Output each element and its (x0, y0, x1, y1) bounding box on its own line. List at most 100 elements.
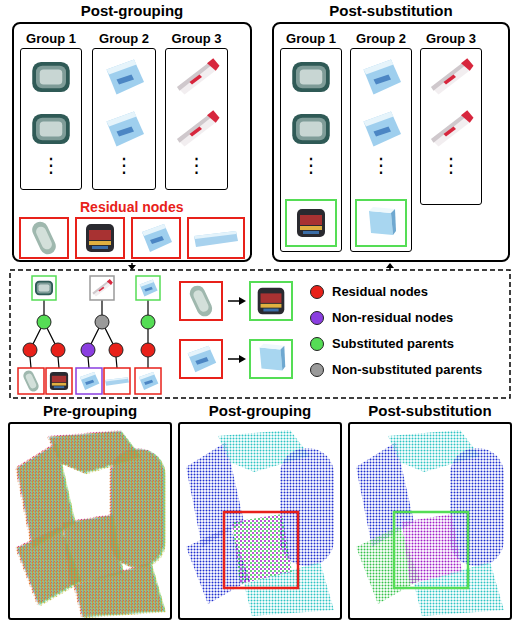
svg-rect (280, 448, 334, 566)
svg-rect (250, 340, 292, 378)
svg-line (58, 357, 59, 368)
svg-use (369, 207, 396, 235)
svg-use (177, 58, 220, 94)
svg-use (140, 280, 158, 297)
tree-nodes (23, 315, 155, 357)
svg-use (364, 60, 402, 95)
svg-circle (141, 343, 155, 357)
legend-swatch (310, 311, 324, 325)
panel-heading: Post-grouping (209, 402, 311, 419)
svg-use (32, 114, 70, 144)
panel-heading: Post-grouping (81, 2, 183, 19)
svg-rect (188, 218, 244, 258)
svg-use (364, 112, 402, 147)
svg-use (194, 231, 238, 247)
legend-text: Non-residual nodes (332, 310, 453, 325)
svg-use (139, 372, 159, 390)
flow-arrows (128, 263, 394, 270)
svg-polygon (239, 355, 246, 363)
svg-circle (51, 343, 65, 357)
svg-rect (250, 282, 292, 320)
svg-rect (286, 200, 336, 246)
ellipsis-mark: ⋮ (441, 155, 461, 175)
svg-use (260, 344, 286, 371)
group-thumbnails (32, 58, 219, 146)
svg-line (88, 357, 89, 368)
panel-box: Pre-grouping (8, 422, 172, 620)
svg-rect (132, 218, 180, 258)
svg-use (431, 110, 474, 146)
svg-rect (20, 218, 68, 258)
group-box: Group 3⋮ (165, 48, 228, 190)
svg-circle (95, 315, 109, 329)
svg-use (431, 58, 474, 94)
svg-circle (81, 343, 95, 357)
tree-diagrams (30, 300, 148, 368)
svg-rect (90, 276, 114, 300)
svg-use (30, 219, 59, 257)
svg-use (177, 110, 220, 146)
group-box: Group 1⋮ (280, 48, 342, 252)
group-heading: Group 1 (26, 31, 76, 46)
svg-polygon (239, 297, 246, 305)
group-box: Group 2⋮ (350, 48, 412, 252)
tree-thumbnails (18, 276, 161, 394)
svg-line (228, 358, 240, 360)
ellipsis-mark: ⋮ (41, 155, 61, 175)
svg-circle (141, 315, 155, 329)
svg-use (86, 224, 114, 252)
svg-rect (450, 448, 504, 566)
svg-use (80, 372, 100, 390)
svg-use (16, 430, 164, 616)
panel-heading: Post-substitution (329, 2, 452, 19)
svg-use (142, 224, 172, 252)
group-box: Group 3⋮ (420, 48, 482, 205)
group-heading: Group 2 (99, 31, 149, 46)
panel-heading: Pre-grouping (43, 402, 137, 419)
svg-rect (76, 368, 102, 394)
legend-text: Non-substituted parents (332, 362, 482, 377)
svg-use (107, 60, 145, 95)
substituted-thumbnails (286, 58, 474, 246)
svg-use (92, 279, 112, 296)
svg-rect (356, 200, 406, 246)
legend-swatch (310, 337, 324, 351)
svg-rect (135, 368, 161, 394)
svg-circle (109, 343, 123, 357)
legend-text: Substituted parents (332, 336, 454, 351)
group-heading: Group 1 (286, 31, 336, 46)
residual-thumbnails (20, 218, 244, 258)
ellipsis-mark: ⋮ (371, 155, 391, 175)
svg-use (258, 288, 285, 315)
svg-use (292, 62, 330, 92)
svg-rect (46, 368, 72, 394)
panel-box: Post-substitutionGroup 1⋮Group 2⋮Group 3… (272, 22, 510, 262)
svg-rect (32, 276, 56, 300)
svg-use (105, 377, 129, 386)
post-grouping-cloud (186, 430, 334, 616)
svg-use (188, 346, 217, 373)
svg-polygon (386, 263, 394, 268)
svg-line (228, 300, 240, 302)
post-substitution-cloud (356, 430, 504, 616)
svg-rect (394, 512, 468, 588)
svg-use (187, 283, 214, 319)
svg-line (101, 300, 102, 315)
svg-rect (224, 512, 298, 588)
svg-circle (37, 315, 51, 329)
svg-rect (18, 368, 44, 394)
svg-circle (23, 343, 37, 357)
ellipsis-mark: ⋮ (114, 155, 134, 175)
svg-use (292, 114, 330, 144)
pre-grouping-cloud (15, 430, 166, 618)
panel-box: Post-substitution (348, 422, 512, 620)
svg-rect (136, 276, 160, 300)
group-heading: Group 3 (172, 31, 222, 46)
svg-rect (104, 368, 130, 394)
legend-swatch (310, 363, 324, 377)
panel-heading: Post-substitution (368, 402, 491, 419)
group-box: Group 1⋮ (20, 48, 82, 190)
svg-use (297, 209, 325, 237)
svg-use (107, 112, 145, 147)
svg-line (43, 300, 44, 315)
